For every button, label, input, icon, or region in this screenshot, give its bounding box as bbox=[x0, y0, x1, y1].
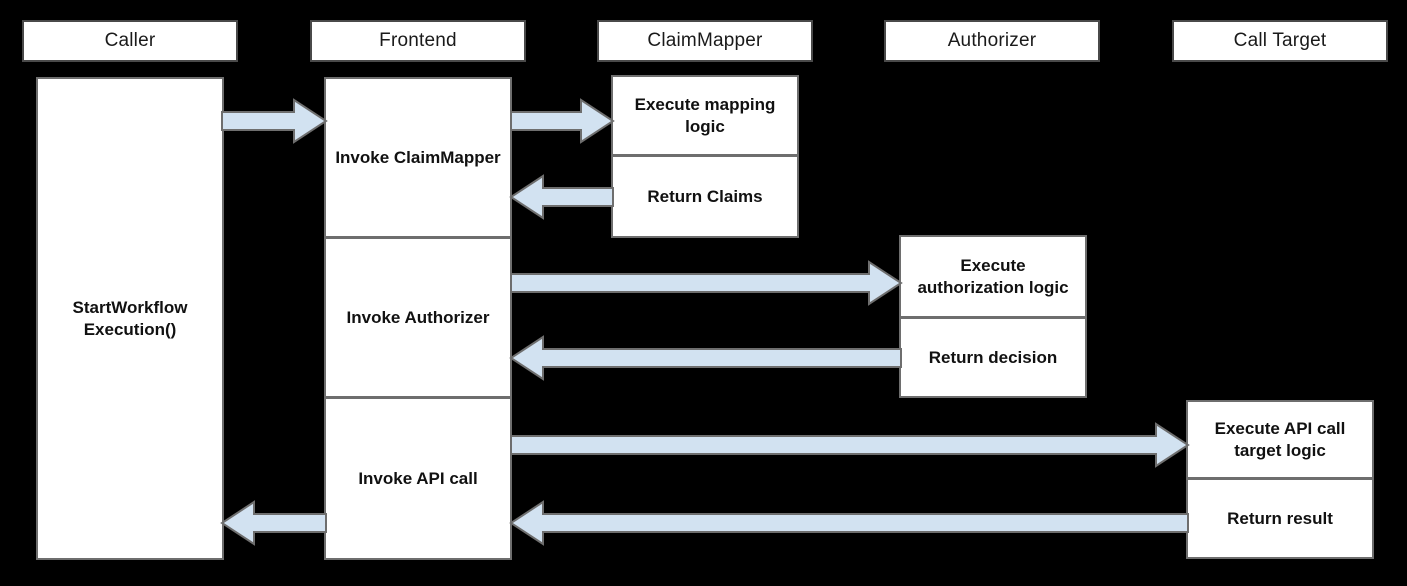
message-arrow-authorizer-to-frontend bbox=[509, 335, 902, 381]
activation-claimmapper-execute: Execute mapping logic bbox=[611, 75, 799, 156]
activation-frontend-invoke-claimmapper-label: Invoke ClaimMapper bbox=[335, 147, 501, 167]
activation-claimmapper-return: Return Claims bbox=[611, 155, 799, 238]
activation-calltarget-return: Return result bbox=[1186, 478, 1374, 559]
message-arrow-frontend-to-caller bbox=[220, 500, 327, 546]
lane-header-claimmapper: ClaimMapper bbox=[597, 20, 813, 62]
activation-caller-start: StartWorkflow Execution() bbox=[36, 77, 224, 560]
activation-caller-start-label: StartWorkflow Execution() bbox=[72, 297, 188, 339]
message-arrow-caller-to-frontend bbox=[221, 98, 328, 144]
activation-authorizer-return-label: Return decision bbox=[928, 347, 1058, 367]
message-arrow-calltarget-to-frontend bbox=[509, 500, 1189, 546]
message-arrow-frontend-to-authorizer bbox=[510, 260, 903, 306]
lane-header-calltarget-label: Call Target bbox=[1233, 30, 1327, 51]
lane-header-authorizer-label: Authorizer bbox=[947, 30, 1037, 51]
lane-header-calltarget: Call Target bbox=[1172, 20, 1388, 62]
activation-authorizer-execute-label: Execute authorization logic bbox=[917, 255, 1069, 297]
lane-header-caller-label: Caller bbox=[104, 30, 156, 51]
message-arrow-frontend-to-claimmapper bbox=[510, 98, 615, 144]
lane-header-frontend-label: Frontend bbox=[379, 30, 457, 51]
activation-claimmapper-execute-label: Execute mapping logic bbox=[634, 94, 776, 136]
message-arrow-claimmapper-to-frontend bbox=[509, 174, 614, 220]
activation-frontend-invoke-authorizer-label: Invoke Authorizer bbox=[346, 307, 490, 327]
activation-calltarget-return-label: Return result bbox=[1227, 508, 1333, 528]
activation-calltarget-execute-label: Execute API call target logic bbox=[1214, 418, 1346, 460]
activation-frontend-invoke-api-call-label: Invoke API call bbox=[358, 468, 478, 488]
lane-header-frontend: Frontend bbox=[310, 20, 526, 62]
activation-frontend-invoke-api-call: Invoke API call bbox=[324, 397, 512, 560]
activation-claimmapper-return-label: Return Claims bbox=[647, 186, 763, 206]
activation-calltarget-execute: Execute API call target logic bbox=[1186, 400, 1374, 479]
activation-authorizer-execute: Execute authorization logic bbox=[899, 235, 1087, 318]
activation-frontend-invoke-authorizer: Invoke Authorizer bbox=[324, 237, 512, 398]
lane-header-authorizer: Authorizer bbox=[884, 20, 1100, 62]
lane-header-claimmapper-label: ClaimMapper bbox=[647, 30, 763, 51]
lane-header-caller: Caller bbox=[22, 20, 238, 62]
message-arrow-frontend-to-calltarget bbox=[510, 422, 1190, 468]
activation-frontend-invoke-claimmapper: Invoke ClaimMapper bbox=[324, 77, 512, 238]
activation-authorizer-return: Return decision bbox=[899, 317, 1087, 398]
